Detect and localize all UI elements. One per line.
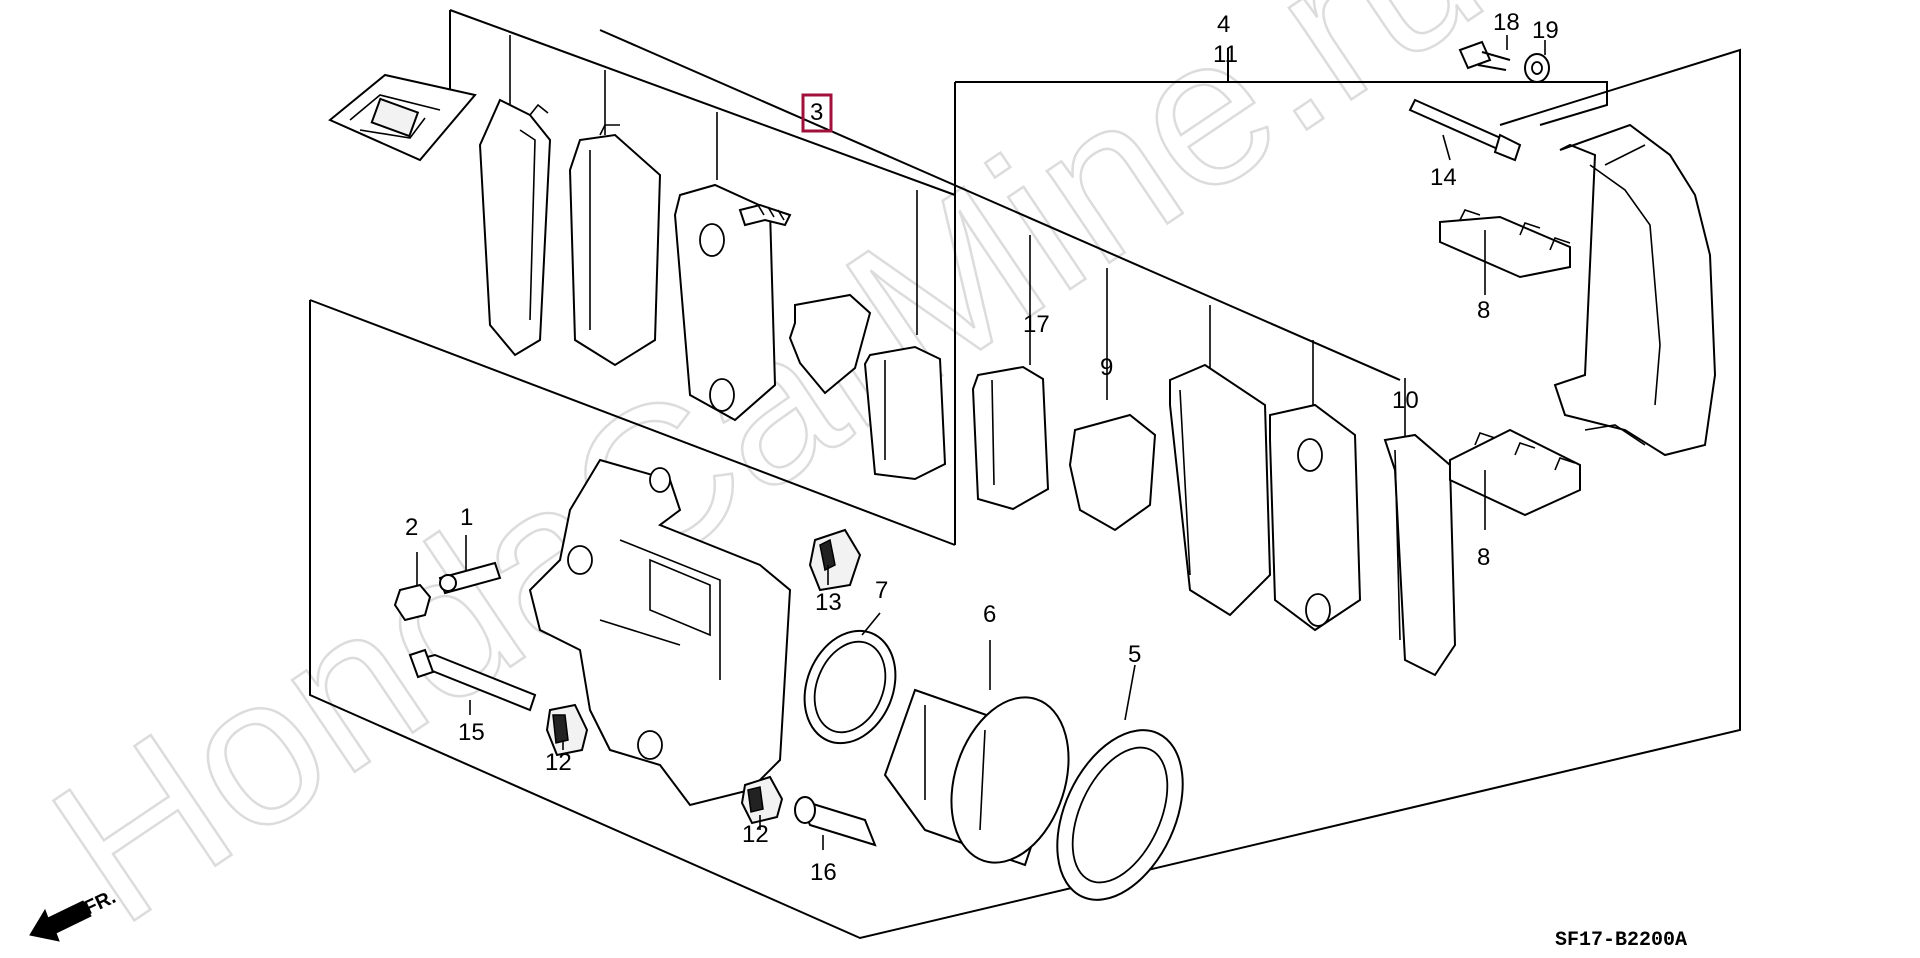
callout-11[interactable]: 11 (1213, 41, 1238, 68)
guide-pin-14[interactable] (1408, 98, 1522, 162)
shim-package[interactable] (328, 73, 477, 162)
callout-14[interactable]: 14 (1430, 164, 1457, 191)
mounting-bolt-15[interactable] (408, 648, 537, 712)
callout-15[interactable]: 15 (458, 719, 485, 746)
shim-right-rect[interactable] (971, 365, 1050, 511)
caliper-body[interactable] (528, 458, 792, 807)
callout-5[interactable]: 5 (1128, 641, 1141, 668)
callout-labels: 1 2 3 4 11 5 6 7 8 8 9 10 12 12 13 14 15… (405, 9, 1559, 886)
washer-19[interactable] (1524, 53, 1550, 83)
brake-pad-right[interactable] (1169, 363, 1272, 617)
callout-18[interactable]: 18 (1493, 9, 1520, 36)
boot-12-lower[interactable] (740, 775, 784, 825)
pad-retainer-8-lower[interactable] (1449, 428, 1581, 517)
piston-6[interactable] (883, 682, 1089, 878)
boundary-lines (309, 9, 1741, 940)
callout-7[interactable]: 7 (875, 577, 888, 604)
front-direction-indicator: FR. (29, 886, 119, 942)
diagram-code: SF17-B2200A (1555, 929, 1687, 952)
shim-left-rect[interactable] (863, 345, 947, 481)
outer-shim-left[interactable] (478, 98, 552, 357)
callout-2[interactable]: 2 (405, 514, 418, 541)
bleeder-screw-1[interactable] (438, 561, 502, 595)
callout-8-upper[interactable]: 8 (1477, 297, 1490, 324)
callout-17[interactable]: 17 (1023, 311, 1050, 338)
callout-4[interactable]: 4 (1217, 11, 1230, 38)
pad-retainer-8-upper[interactable] (1439, 209, 1571, 279)
anti-squeal-spring-right[interactable] (1068, 413, 1157, 532)
boot-12-left[interactable] (545, 703, 589, 757)
callout-19[interactable]: 19 (1532, 17, 1559, 44)
piston-boot-5[interactable] (1032, 710, 1208, 920)
inner-pad-right[interactable] (1269, 403, 1362, 632)
dust-seal-13[interactable] (808, 528, 862, 592)
brake-pad-left[interactable] (673, 183, 792, 422)
callout-9[interactable]: 9 (1100, 354, 1113, 381)
callout-13[interactable]: 13 (815, 589, 842, 616)
callout-leaders (416, 35, 1546, 850)
piston-seal-7[interactable] (788, 617, 911, 757)
callout-12-lower[interactable]: 12 (742, 821, 769, 848)
guide-pin-16[interactable] (794, 796, 877, 847)
caliper-bolt-18[interactable] (1458, 40, 1511, 71)
callout-1[interactable]: 1 (460, 504, 473, 531)
callout-3[interactable]: 3 (810, 99, 823, 126)
outer-shim-right[interactable] (1383, 433, 1457, 677)
callout-6[interactable]: 6 (983, 601, 996, 628)
anti-squeal-spring[interactable] (788, 293, 872, 395)
callout-12-left[interactable]: 12 (545, 749, 572, 776)
inner-pad-left[interactable] (568, 124, 662, 367)
callout-10[interactable]: 10 (1392, 387, 1419, 414)
bleeder-cap-2[interactable] (393, 583, 432, 622)
callout-3-highlight (801, 93, 833, 133)
caliper-bracket[interactable] (1553, 123, 1717, 457)
callout-16[interactable]: 16 (810, 859, 837, 886)
front-arrow-icon (29, 900, 92, 942)
callout-8-lower[interactable]: 8 (1477, 544, 1490, 571)
